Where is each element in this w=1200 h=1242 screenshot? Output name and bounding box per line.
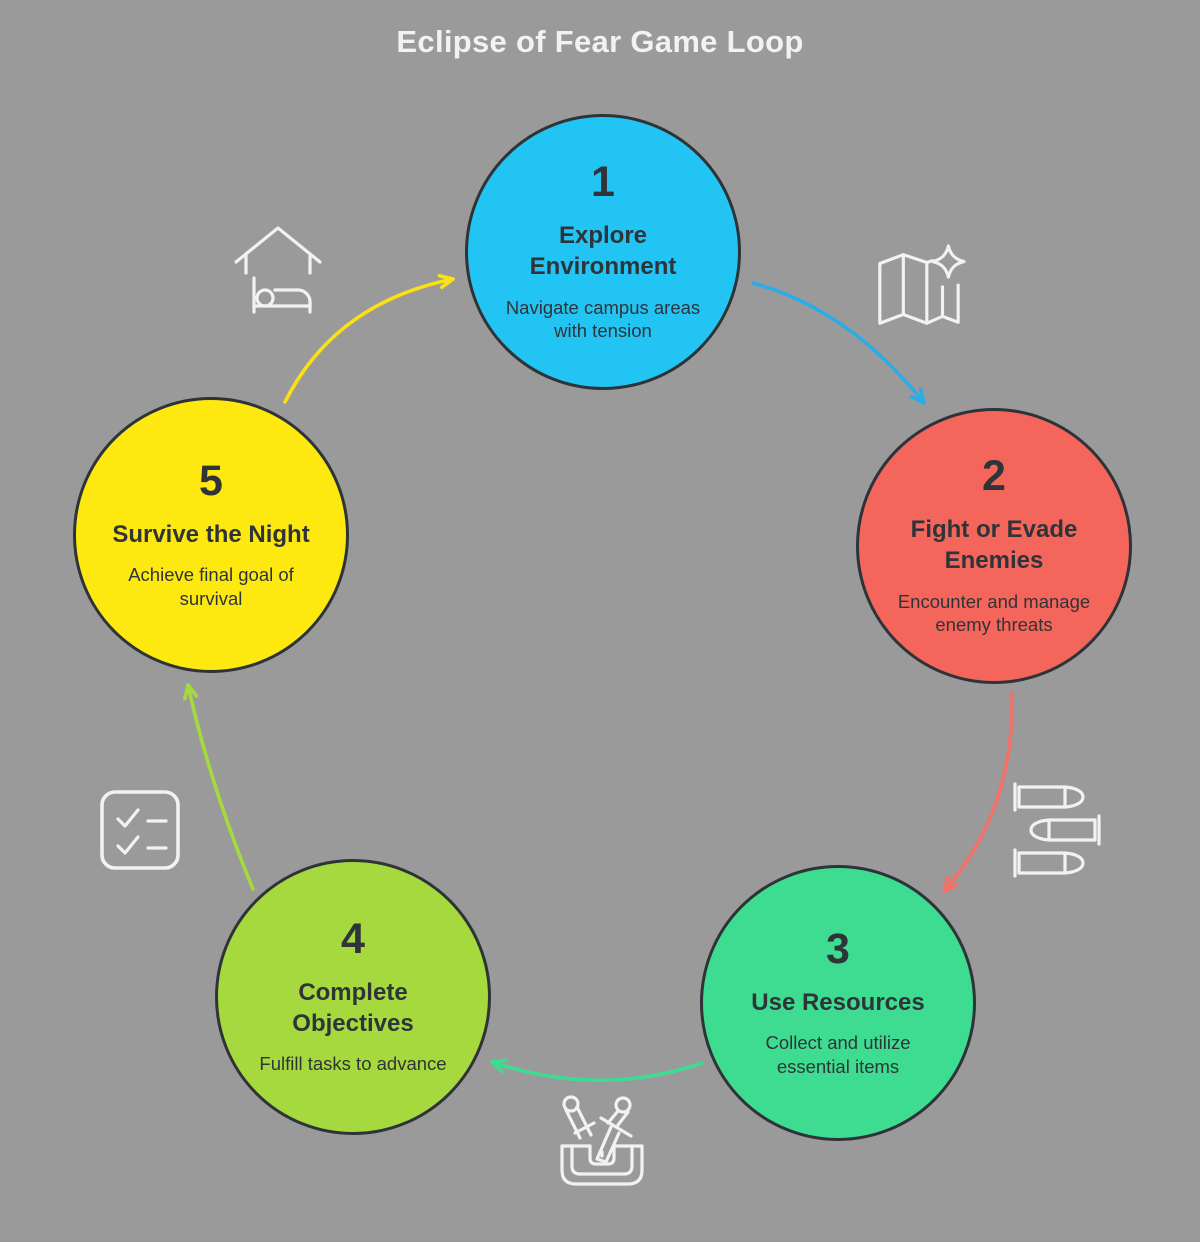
checklist-icon [94,784,186,876]
step-description: Collect and utilize essential items [765,1031,911,1077]
step-number: 4 [341,914,365,963]
step-description: Fulfill tasks to advance [259,1053,447,1075]
ammo-bullets-icon [1007,780,1107,880]
node-use-resources: 3 Use Resources Collect and utilize esse… [700,865,976,1141]
arrow-4-to-5 [183,683,255,891]
page-title: Eclipse of Fear Game Loop [396,24,804,59]
node-explore-environment: 1 Explore Environment Navigate campus ar… [465,114,741,390]
step-title: Use Resources [751,988,925,1016]
step-description: Encounter and manage enemy threats [897,590,1091,636]
step-number: 2 [982,452,1006,501]
shelter-bed-icon [228,220,328,320]
node-complete-objectives: 4 Complete Objectives Fulfill tasks to a… [215,859,491,1135]
step-description: Navigate campus areas with tension [505,296,701,342]
step-title: Fight or Evade Enemies [910,516,1078,575]
map-sparkle-icon [872,240,966,334]
step-number: 5 [199,456,223,505]
arrow-2-to-3 [942,691,1014,893]
toolbox-weapons-icon [550,1088,654,1192]
step-number: 1 [591,158,615,207]
arrow-3-to-4 [490,1058,704,1083]
step-number: 3 [826,924,850,973]
node-fight-or-evade-enemies: 2 Fight or Evade Enemies Encounter and m… [856,408,1132,684]
step-title: Explore Environment [529,222,677,281]
step-description: Achieve final goal of survival [128,563,294,609]
step-title: Complete Objectives [292,978,414,1038]
node-survive-the-night: 5 Survive the Night Achieve final goal o… [73,397,349,673]
step-title: Survive the Night [112,520,310,548]
